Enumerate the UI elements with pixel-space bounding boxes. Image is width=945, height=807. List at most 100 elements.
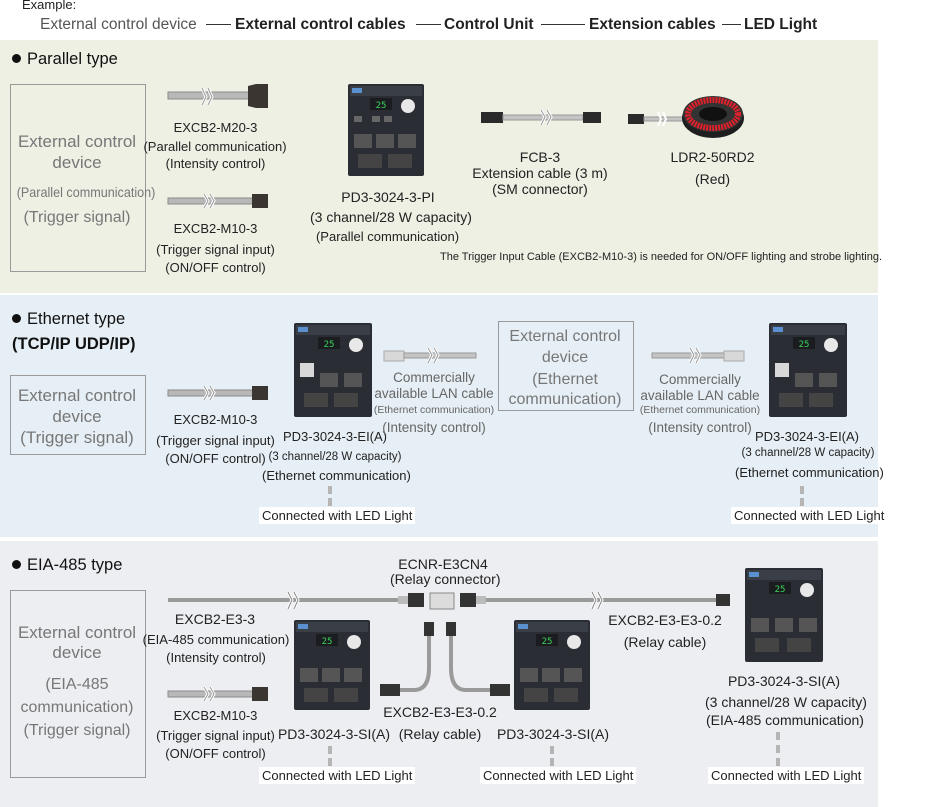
ext-device-sub: (EIA-485 (45, 676, 109, 693)
unit-model: PD3-3024-3-SI(A) (277, 726, 391, 742)
ext-device-label: External control (17, 623, 137, 642)
relay-cable-model: EXCB2-E3-E3-0.2 (608, 612, 722, 628)
connected-led-label: Connected with LED Light (259, 507, 416, 524)
svg-text:25: 25 (324, 340, 335, 350)
ext-device-sub: (Trigger signal) (20, 428, 134, 447)
cable-desc: (Trigger signal input) (156, 242, 275, 257)
lan-label: (Ethernet communication) (373, 404, 495, 416)
extension-cable-fcb-3-icon (481, 109, 601, 126)
lan-cable-icon (383, 347, 477, 364)
cable-desc: (ON/OFF control) (165, 260, 266, 275)
light-model: LDR2-50RD2 (670, 149, 755, 165)
led-light-cable-icon (628, 111, 685, 127)
unit-model: PD3-3024-3-PI (341, 189, 435, 205)
unit-desc: (3 channel/28 W capacity) (268, 451, 402, 463)
ethernet-external-device-box (10, 375, 146, 455)
relay-connector-desc: (Relay connector) (390, 571, 501, 587)
cable-excb2-m10-3-icon (167, 385, 268, 401)
svg-text:25: 25 (376, 101, 387, 111)
connected-led-label: Connected with LED Light (259, 767, 416, 784)
chain-connector (722, 24, 741, 25)
ethernet-subtitle: (TCP/IP UDP/IP) (12, 335, 136, 353)
unit-desc: (3 channel/28 W capacity) (310, 209, 472, 225)
parallel-external-device-box (10, 84, 146, 272)
ext-device-label: device (541, 349, 589, 366)
dashed-connector (776, 732, 784, 766)
cable-model: EXCB2-M20-3 (173, 120, 258, 135)
lan-label: (Intensity control) (382, 420, 486, 435)
ext-cable-desc: (SM connector) (492, 181, 588, 197)
cable-desc: (EIA-485 communication) (142, 632, 290, 647)
unit-desc: (3 channel/28 W capacity) (705, 694, 867, 710)
cable-model: EXCB2-M10-3 (173, 708, 258, 723)
control-unit-pd3-si-icon: 25 (514, 620, 590, 710)
chain-connector (541, 24, 585, 25)
unit-model: PD3-3024-3-EI(A) (282, 429, 388, 444)
lan-label: available LAN cable (374, 386, 494, 401)
ext-device-sub: communication) (20, 699, 134, 716)
bullet-icon (12, 560, 21, 569)
chain-control-unit: Control Unit (444, 16, 534, 33)
unit-desc: (Ethernet communication) (262, 468, 411, 483)
ethernet-center-external-device-box (498, 321, 634, 411)
ext-device-sub: (Parallel communication) (16, 184, 156, 200)
lan-label: (Ethernet communication) (639, 404, 761, 416)
bullet-icon (12, 314, 21, 323)
cable-model: EXCB2-M10-3 (173, 412, 258, 427)
eia485-section (0, 541, 878, 807)
cable-desc: (ON/OFF control) (165, 451, 266, 466)
dashed-connector (328, 486, 336, 506)
control-unit-pd3-ei-icon: 25 (769, 323, 847, 417)
eia485-title: EIA-485 type (12, 556, 122, 575)
chain-external-device: External control device (40, 16, 197, 33)
chain-connector (416, 24, 441, 25)
lan-label: Commercially (659, 372, 741, 387)
chain-connector (206, 24, 231, 25)
unit-desc: (Parallel communication) (315, 229, 460, 244)
chain-extension-cables: Extension cables (589, 16, 716, 33)
eia485-external-device-box (10, 590, 146, 778)
control-unit-pd3-si-icon: 25 (745, 568, 823, 662)
connected-led-label: Connected with LED Light (480, 767, 637, 784)
ext-device-label: External control (17, 132, 137, 151)
lan-label: Commercially (393, 370, 475, 385)
ext-device-sub: (Trigger signal) (23, 722, 131, 739)
svg-text:25: 25 (322, 637, 333, 647)
svg-text:25: 25 (542, 637, 553, 647)
ext-cable-model: FCB-3 (519, 149, 561, 165)
parallel-section (0, 40, 878, 293)
connected-led-label: Connected with LED Light (731, 507, 888, 524)
lan-label: (Intensity control) (648, 420, 752, 435)
eia485-bus-cable-icon (168, 591, 730, 610)
unit-desc: (Ethernet communication) (735, 465, 884, 480)
ext-device-sub: (Ethernet (532, 371, 598, 388)
ext-cable-desc: Extension cable (3 m) (472, 165, 608, 181)
cable-desc: (ON/OFF control) (165, 746, 266, 761)
ext-device-sub: (Trigger signal) (23, 209, 131, 226)
lan-label: available LAN cable (640, 388, 760, 403)
cable-excb2-m10-3-icon (167, 686, 268, 702)
cable-desc: (Parallel communication) (143, 139, 287, 154)
relay-cable-desc: (Relay cable) (398, 726, 482, 742)
unit-desc: (3 channel/28 W capacity) (741, 447, 875, 459)
led-ring-light-icon (682, 96, 744, 138)
cable-desc: (Trigger signal input) (156, 728, 275, 743)
relay-cable-icon (380, 622, 510, 696)
unit-model: PD3-3024-3-SI(A) (496, 726, 610, 742)
unit-desc: (EIA-485 communication) (706, 712, 864, 728)
relay-cable-model: EXCB2-E3-E3-0.2 (383, 704, 497, 720)
ethernet-title: Ethernet type (12, 310, 125, 329)
cable-desc: (Intensity control) (165, 156, 266, 171)
dashed-connector (550, 746, 558, 766)
bullet-icon (12, 54, 21, 63)
lan-cable-icon (651, 347, 745, 364)
cable-model: EXCB2-E3-3 (174, 611, 256, 627)
ext-device-label: device (52, 407, 102, 426)
light-desc: (Red) (694, 171, 730, 187)
cable-excb2-m20-3-icon (167, 84, 268, 108)
dashed-connector (800, 486, 808, 506)
ethernet-section (0, 295, 878, 537)
svg-text:25: 25 (799, 340, 810, 350)
cable-desc: (Trigger signal input) (156, 433, 275, 448)
control-unit-pd3-ei-icon: 25 (294, 323, 372, 417)
